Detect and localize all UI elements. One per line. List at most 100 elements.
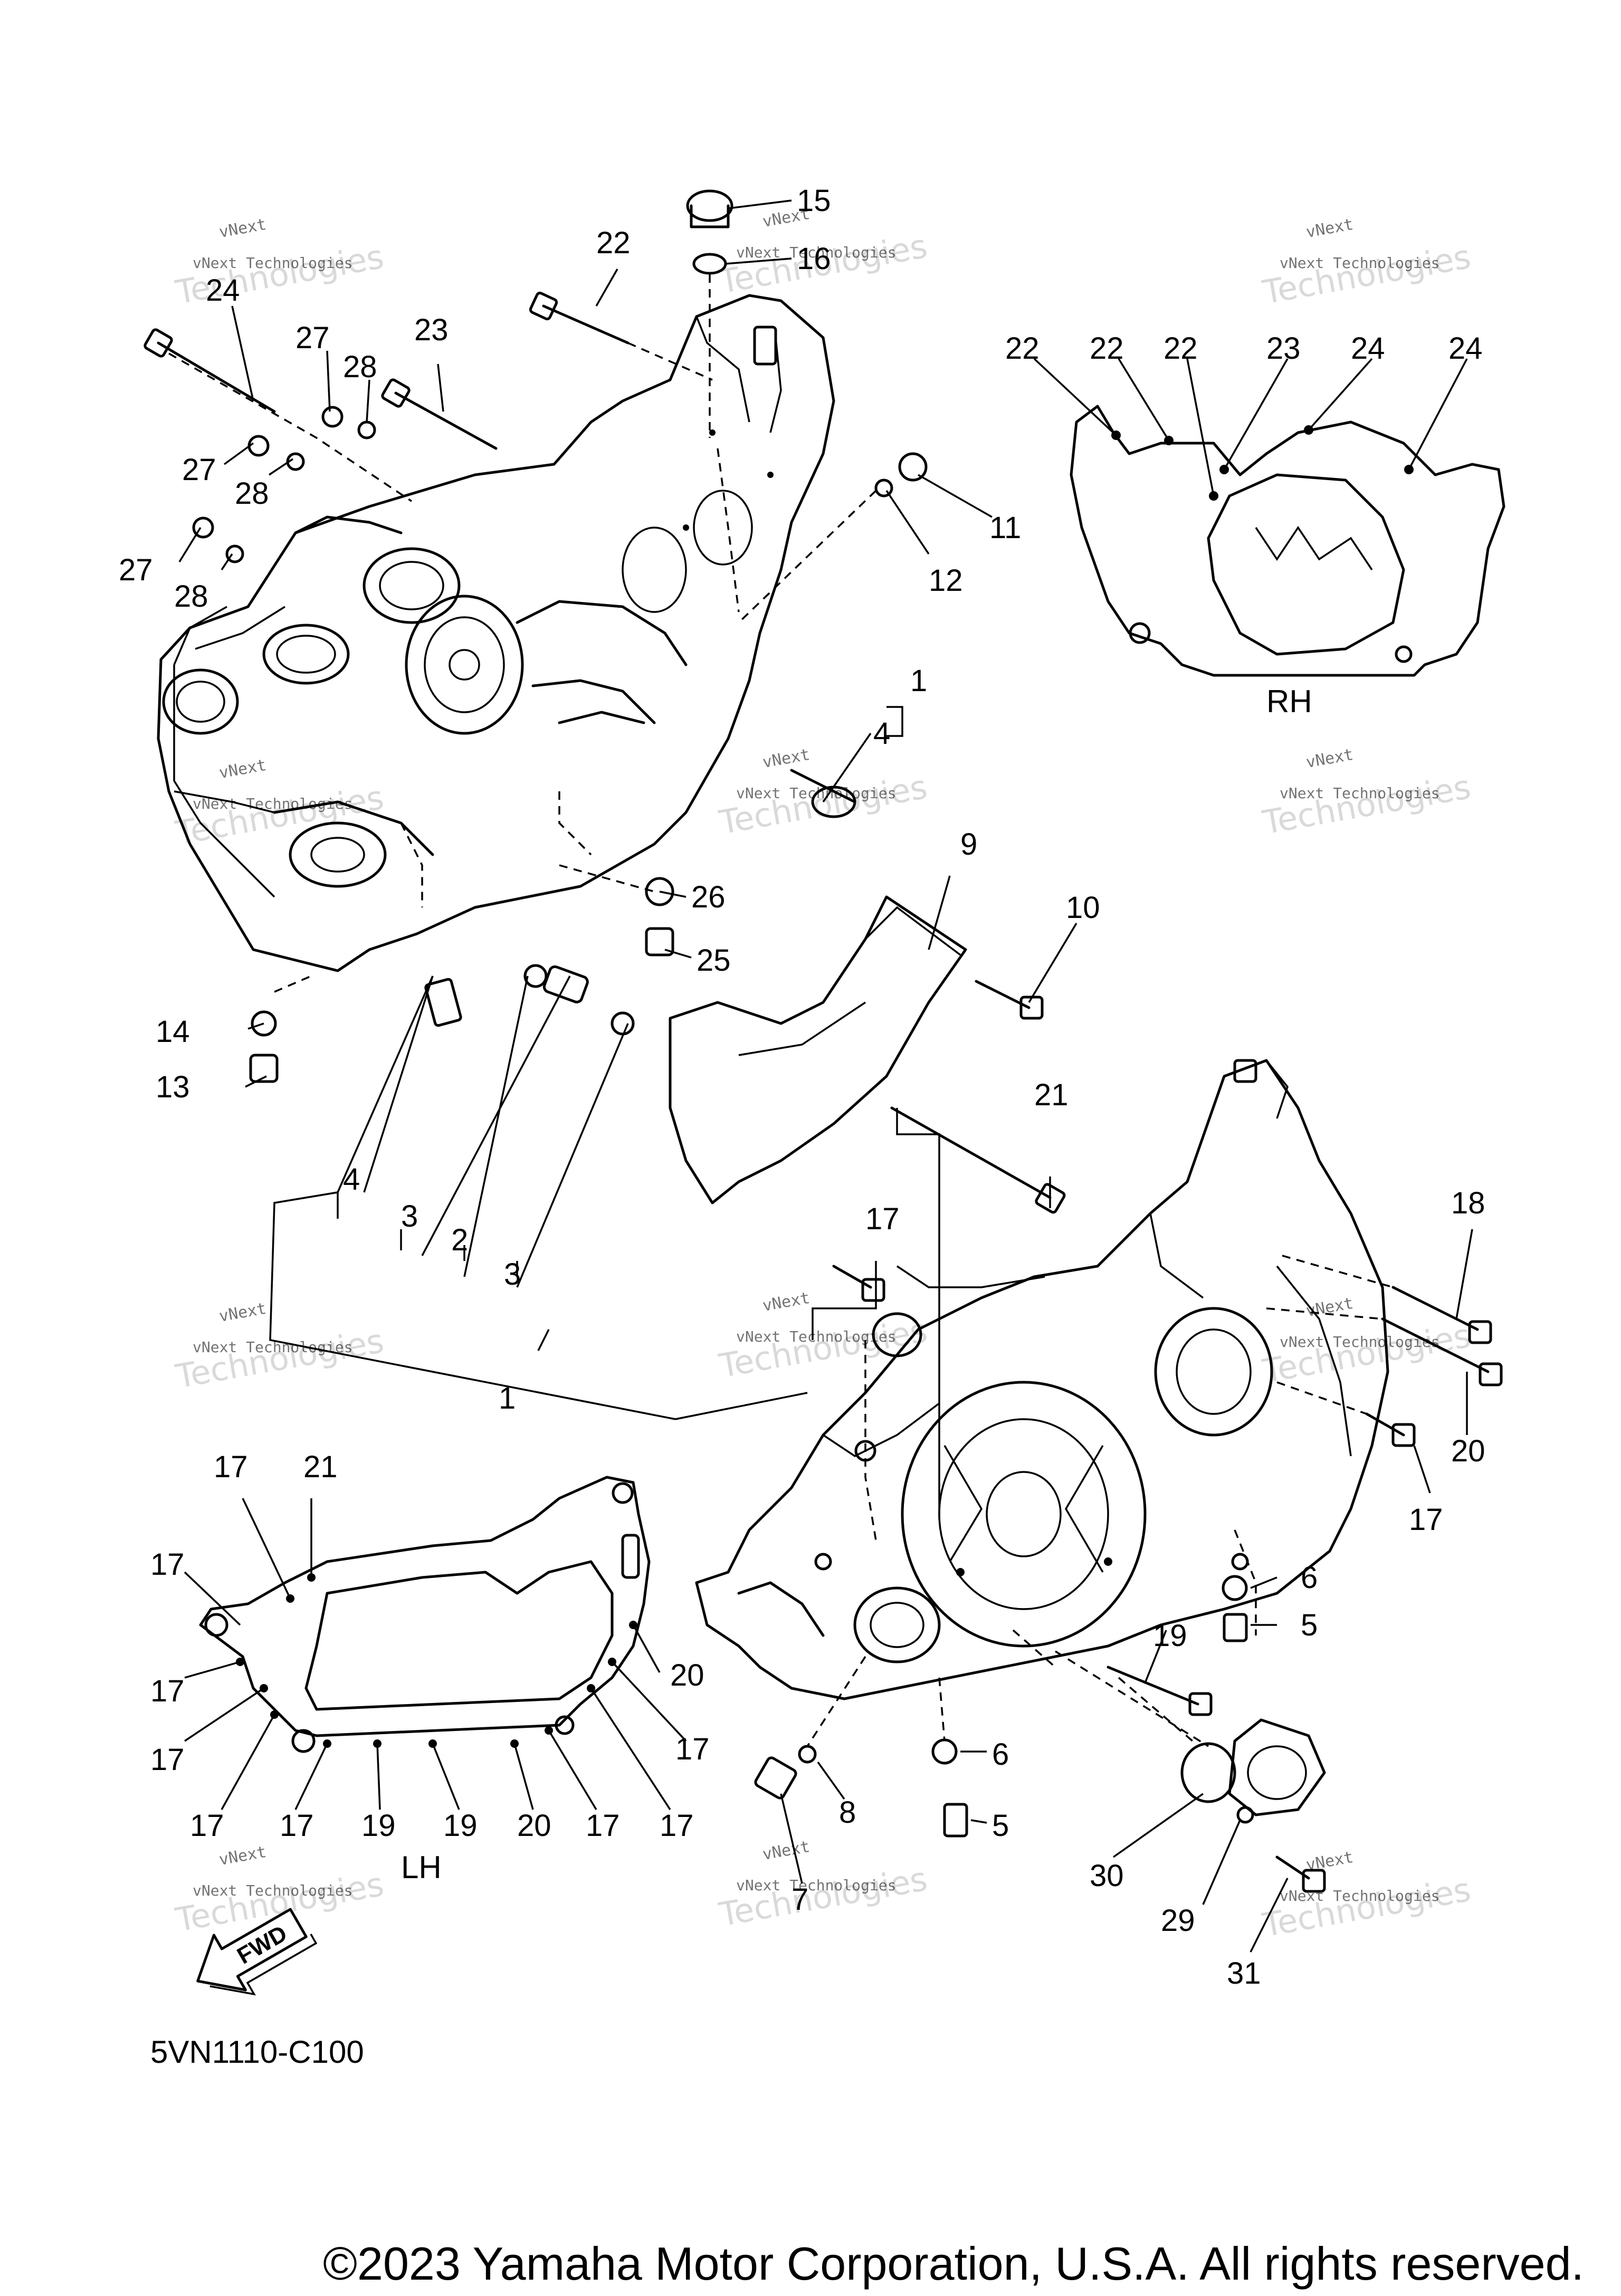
callout-6: 6 — [1301, 1561, 1318, 1595]
callout-30: 30 — [1090, 1859, 1124, 1893]
lh-callout-17: 17 — [190, 1809, 224, 1843]
callout-20: 20 — [1451, 1434, 1485, 1468]
watermark-text: vNext Technologies — [736, 1877, 896, 1894]
diagram-code: 5VN1110-C100 — [150, 2034, 364, 2070]
guard-part-9 — [669, 895, 1044, 1204]
lh-callout-20: 20 — [670, 1658, 704, 1692]
callout-11: 11 — [989, 511, 1021, 545]
watermark-big: Technologies — [173, 237, 387, 312]
lh-callout-17: 17 — [280, 1809, 314, 1843]
callout-27: 27 — [182, 453, 216, 487]
watermark-small: vNext — [761, 1289, 811, 1315]
callout-6: 6 — [992, 1737, 1009, 1772]
watermark-big: Technologies — [1260, 1870, 1474, 1945]
watermark-big: Technologies — [1260, 237, 1474, 312]
callout-3: 3 — [401, 1199, 418, 1233]
callout-29: 29 — [1161, 1903, 1195, 1938]
rh-callout-24: 24 — [1351, 331, 1385, 366]
callout-17: 17 — [1409, 1503, 1443, 1537]
callout-17: 17 — [865, 1202, 900, 1236]
callout-24: 24 — [206, 273, 240, 308]
callout-16: 16 — [797, 242, 831, 276]
callout-numbers: 15 16 22 24 27 28 23 27 28 27 28 11 12 1… — [119, 184, 1485, 1991]
rh-label: RH — [1266, 684, 1312, 719]
callout-9: 9 — [960, 827, 977, 862]
callout-18: 18 — [1451, 1186, 1485, 1220]
rh-callout-22: 22 — [1164, 331, 1198, 366]
callout-10: 10 — [1066, 891, 1100, 925]
callout-2: 2 — [451, 1223, 468, 1257]
lh-callout-17: 17 — [150, 1743, 185, 1777]
callout-3: 3 — [504, 1257, 521, 1292]
watermark-big: Technologies — [716, 1311, 930, 1385]
callout-31: 31 — [1227, 1956, 1261, 1991]
lower-fasteners — [754, 1106, 1503, 1893]
lh-callout-19: 19 — [361, 1809, 396, 1843]
watermark-big: Technologies — [1260, 1316, 1474, 1391]
rh-callout-24: 24 — [1448, 331, 1483, 366]
callout-28: 28 — [235, 476, 269, 511]
rh-callout-23: 23 — [1266, 331, 1301, 366]
callout-25: 25 — [697, 943, 731, 978]
callout-14: 14 — [156, 1015, 190, 1049]
callout-4: 4 — [873, 716, 890, 751]
callout-15: 15 — [797, 184, 831, 218]
callout-13: 13 — [156, 1070, 190, 1104]
lh-inset — [199, 1476, 651, 1753]
watermark: Technologies vNext vNext Technologies — [173, 1299, 387, 1396]
watermark: Technologies vNext vNext Technologies — [1260, 1294, 1474, 1391]
lh-callout-17: 17 — [586, 1809, 620, 1843]
watermark-big: Technologies — [1260, 768, 1474, 842]
crankcase-left-half — [695, 1059, 1389, 1700]
callout-5: 5 — [992, 1809, 1009, 1843]
crankcase-right-half — [157, 294, 835, 972]
watermark: Technologies vNext vNext Technologies — [173, 215, 387, 312]
callout-27: 27 — [295, 321, 330, 355]
watermark-text: vNext Technologies — [193, 254, 352, 272]
watermark-small: vNext — [217, 215, 268, 242]
rh-callout-22: 22 — [1005, 331, 1040, 366]
watermark-big: Technologies — [716, 1860, 930, 1934]
callout-22: 22 — [596, 226, 631, 260]
watermark-text: vNext Technologies — [1280, 254, 1439, 272]
callout-4: 4 — [343, 1162, 360, 1197]
watermark-small: vNext — [1304, 215, 1355, 242]
watermark: Technologies vNext vNext Technologies — [716, 1838, 930, 1934]
watermark-small: vNext — [217, 1843, 268, 1869]
watermark: Technologies vNext vNext Technologies — [716, 745, 930, 842]
callout-27: 27 — [119, 553, 153, 587]
lh-callout-19: 19 — [443, 1809, 478, 1843]
watermark: Technologies vNext vNext Technologies — [716, 1289, 930, 1385]
copyright-footer: ©2023 Yamaha Motor Corporation, U.S.A. A… — [323, 2237, 1584, 2290]
callout-7: 7 — [792, 1882, 808, 1917]
lh-callout-17: 17 — [660, 1809, 694, 1843]
watermark-text: vNext Technologies — [736, 244, 896, 261]
watermark-text: vNext Technologies — [1280, 785, 1439, 802]
lh-callout-17: 17 — [675, 1732, 710, 1766]
watermark-big: Technologies — [173, 1322, 387, 1396]
leader-lines — [178, 199, 1473, 1953]
watermark-small: vNext — [217, 756, 268, 782]
callout-23: 23 — [414, 313, 449, 347]
lh-callout-17: 17 — [214, 1450, 248, 1484]
watermark-text: vNext Technologies — [1280, 1333, 1439, 1351]
lh-callout-20: 20 — [517, 1809, 551, 1843]
callout-5: 5 — [1301, 1608, 1318, 1642]
watermark-small: vNext — [761, 1838, 811, 1864]
lh-callout-17: 17 — [150, 1674, 185, 1708]
watermark-small: vNext — [217, 1299, 268, 1326]
lh-callout-21: 21 — [303, 1450, 338, 1484]
rh-callout-22: 22 — [1090, 331, 1124, 366]
lh-label: LH — [401, 1850, 442, 1885]
callout-19: 19 — [1153, 1619, 1187, 1653]
callout-21: 21 — [1034, 1078, 1069, 1112]
callout-12: 12 — [929, 563, 963, 598]
callout-1: 1 — [499, 1381, 516, 1415]
watermark: Technologies vNext vNext Technologies — [173, 756, 387, 853]
watermark-text: vNext Technologies — [736, 1328, 896, 1345]
rh-inset — [1033, 358, 1505, 677]
watermark: Technologies vNext vNext Technologies — [1260, 1848, 1474, 1945]
watermark: Technologies vNext vNext Technologies — [1260, 215, 1474, 312]
watermark: Technologies vNext vNext Technologies — [1260, 745, 1474, 842]
